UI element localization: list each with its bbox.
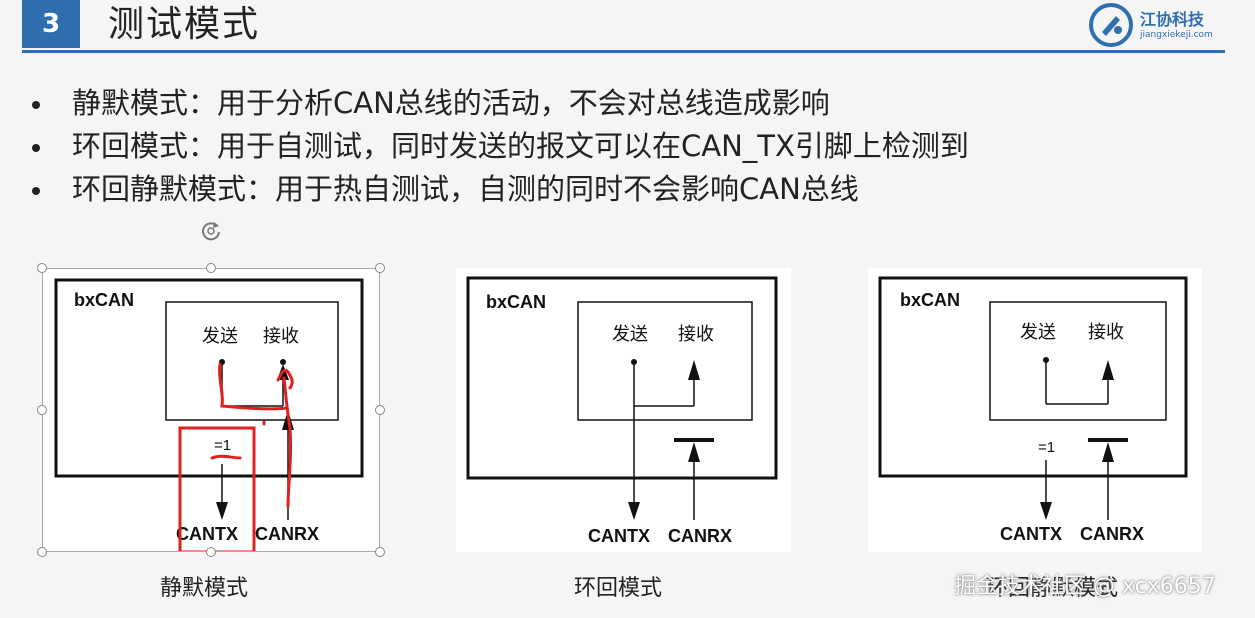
bullet-text: 环回模式：用于自测试，同时发送的报文可以在CAN_TX引脚上检测到 [72, 129, 969, 163]
resize-handle[interactable] [375, 405, 385, 415]
bullet-list: 静默模式：用于分析CAN总线的活动，不会对总线造成影响 环回模式：用于自测试，同… [30, 82, 1180, 211]
canrx-label: CANRX [1080, 524, 1144, 544]
resize-handle[interactable] [206, 547, 216, 557]
tx-arrow-icon [1040, 502, 1052, 520]
bxcan-label: bxCAN [486, 292, 546, 312]
logo-site: jiangxiekeji.com [1140, 30, 1213, 40]
bullet-text: 静默模式：用于分析CAN总线的活动，不会对总线造成影响 [72, 86, 830, 120]
silent-mode-figure: bxCAN 发送 接收 =1 CANTX CANRX [54, 278, 364, 554]
cantx-label: CANTX [1000, 524, 1062, 544]
tx-arrow-icon [216, 502, 228, 520]
loopback-silent-mode-figure: bxCAN 发送 接收 =1 CANTX CANRX [878, 276, 1188, 544]
header-bar [22, 0, 1225, 53]
core-block [989, 301, 1167, 421]
loopback-mode-diagram[interactable]: bxCAN 发送 接收 CANTX CANRX [456, 268, 791, 552]
cantx-label: CANTX [588, 526, 650, 546]
resize-handle[interactable] [37, 405, 47, 415]
canrx-label: CANRX [668, 526, 732, 546]
canrx-label: CANRX [255, 524, 319, 544]
silent-mode-diagram[interactable]: bxCAN 发送 接收 =1 CANTX CANRX [42, 268, 380, 554]
logo-name: 江协科技 [1140, 10, 1205, 29]
bxcan-label: bxCAN [74, 290, 134, 310]
caption-loopback-silent-mode: 环回静默模式 [986, 576, 1119, 601]
rx-arrow-icon [688, 442, 700, 462]
bullet-item: 静默模式：用于分析CAN总线的活动，不会对总线造成影响 [30, 82, 1180, 125]
send-label: 发送 [612, 324, 648, 344]
resize-handle[interactable] [37, 263, 47, 273]
selection-frame [42, 268, 380, 552]
tx-arrow-icon [628, 502, 640, 520]
section-number-badge: 3 [22, 0, 80, 48]
eq1-label: =1 [214, 437, 231, 454]
rx-arrow-icon [1102, 442, 1114, 462]
core-block [577, 301, 753, 421]
core-block [165, 301, 339, 421]
caption-silent-mode: 静默模式 [160, 576, 249, 601]
red-annotation [210, 362, 294, 508]
loopback-mode-figure: bxCAN 发送 接收 CANTX CANRX [466, 276, 778, 546]
bullet-text: 环回静默模式：用于热自测试，自测的同时不会影响CAN总线 [72, 172, 859, 206]
loopback-silent-mode-diagram[interactable]: bxCAN 发送 接收 =1 CANTX CANRX [868, 268, 1202, 552]
rotate-handle-icon[interactable] [198, 218, 224, 244]
watermark: 掘金技术社区 @ xcx6657 [954, 574, 1216, 599]
bxcan-block [878, 276, 1188, 478]
bullet-dot-icon [32, 144, 40, 152]
loopback-arrow-icon [688, 360, 700, 380]
eq1-label: =1 [1038, 439, 1055, 456]
resize-handle[interactable] [375, 547, 385, 557]
bxcan-block [54, 278, 364, 478]
bullet-dot-icon [32, 187, 40, 195]
resize-handle[interactable] [206, 263, 216, 273]
send-label: 发送 [202, 326, 238, 346]
caption-loopback-mode: 环回模式 [574, 576, 663, 601]
bullet-dot-icon [32, 101, 40, 109]
send-label: 发送 [1020, 322, 1056, 342]
receive-label: 接收 [678, 324, 714, 344]
bxcan-block [466, 276, 778, 480]
resize-handle[interactable] [375, 263, 385, 273]
cantx-label: CANTX [176, 524, 238, 544]
bullet-item: 环回模式：用于自测试，同时发送的报文可以在CAN_TX引脚上检测到 [30, 125, 1180, 168]
company-logo: 江协科技 jiangxiekeji.com [1088, 2, 1228, 48]
loopback-arrow-icon [1102, 360, 1114, 380]
logo-icon [1089, 3, 1133, 47]
bxcan-label: bxCAN [900, 290, 960, 310]
slide-title: 测试模式 [108, 4, 261, 45]
receive-label: 接收 [263, 326, 299, 346]
bullet-item: 环回静默模式：用于热自测试，自测的同时不会影响CAN总线 [30, 168, 1180, 211]
resize-handle[interactable] [37, 547, 47, 557]
receive-node [280, 359, 286, 365]
receive-label: 接收 [1088, 322, 1124, 342]
